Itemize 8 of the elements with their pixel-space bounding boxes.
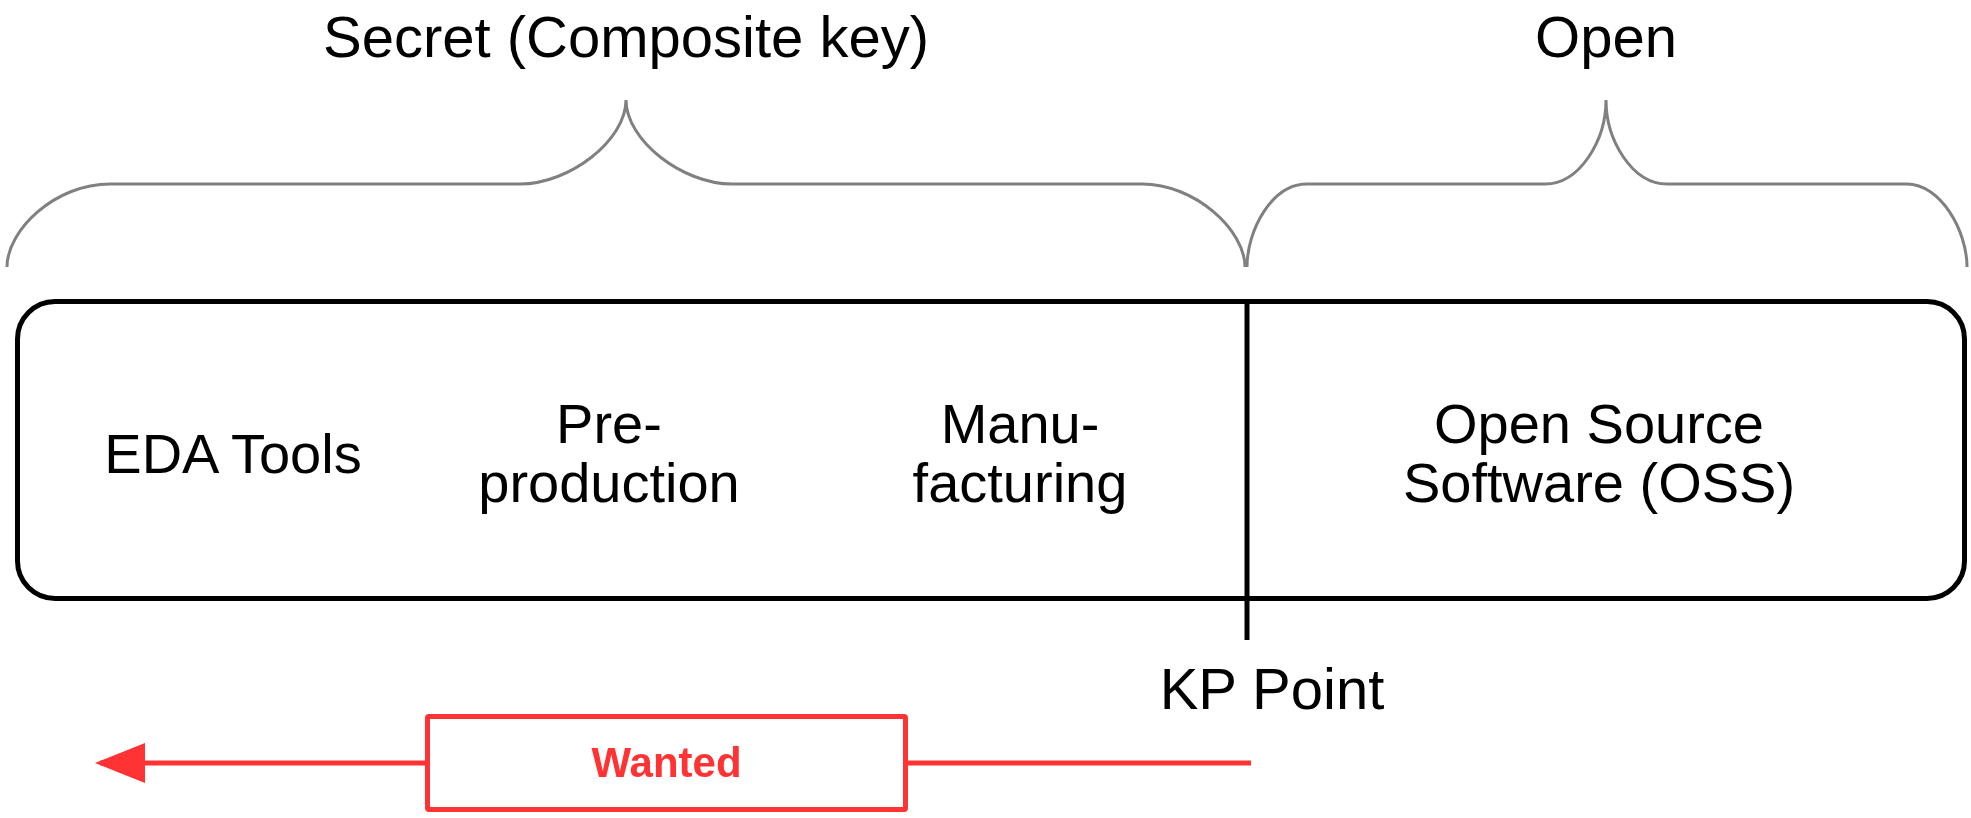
section-text: Manu- facturing — [911, 395, 1129, 513]
point-label: KP Point — [1159, 660, 1385, 718]
label-box: Wanted — [425, 714, 908, 812]
section-text: Pre- production — [477, 395, 741, 513]
section-text: EDA Tools — [103, 424, 363, 484]
arrow — [95, 743, 425, 783]
section-text: Open Source Software (OSS) — [1401, 395, 1797, 513]
process-box — [15, 299, 1967, 601]
